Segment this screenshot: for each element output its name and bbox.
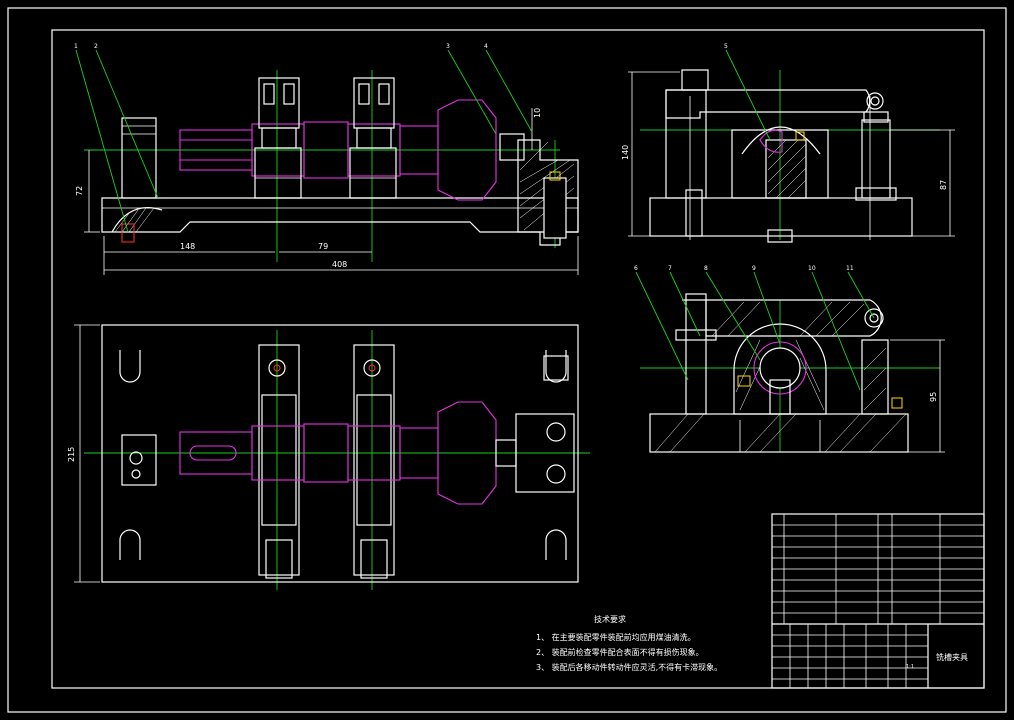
technical-notes: 技术要求 1、 在主要装配零件装配前均应用煤油清洗。 2、 装配前检查零件配合表… bbox=[536, 614, 722, 672]
notes-line-3: 3、 装配后各移动件转动件应灵活,不得有卡滞现象。 bbox=[536, 662, 722, 672]
leader-9: 9 bbox=[752, 265, 756, 272]
dim-140: 140 bbox=[621, 145, 630, 160]
notes-title: 技术要求 bbox=[594, 614, 626, 624]
leader-11: 11 bbox=[846, 265, 854, 272]
drawing-scale: 1:1 bbox=[906, 664, 914, 670]
leader-2: 2 bbox=[94, 43, 98, 50]
leader-1: 1 bbox=[74, 43, 78, 50]
dim-72: 72 bbox=[75, 186, 84, 196]
leader-10: 10 bbox=[808, 265, 816, 272]
dim-10: 10 bbox=[533, 108, 542, 118]
drawing-title: 铣槽夹具 bbox=[936, 652, 968, 662]
leader-5: 5 bbox=[724, 43, 728, 50]
leader-3: 3 bbox=[446, 43, 450, 50]
dim-215: 215 bbox=[67, 447, 76, 462]
dim-87: 87 bbox=[939, 180, 948, 190]
notes-line-2: 2、 装配前检查零件配合表面不得有损伤现象。 bbox=[536, 647, 704, 657]
inner-frame bbox=[51, 29, 985, 689]
leader-7: 7 bbox=[668, 265, 672, 272]
top-view: 215 bbox=[67, 324, 590, 590]
title-block: 铣槽夹具 1:1 bbox=[771, 513, 985, 689]
dim-148: 148 bbox=[180, 242, 195, 251]
dim-95: 95 bbox=[929, 392, 938, 402]
leader-4: 4 bbox=[484, 43, 488, 50]
leader-6: 6 bbox=[634, 265, 638, 272]
leader-8: 8 bbox=[704, 265, 708, 272]
side-view: 140 87 5 bbox=[621, 43, 955, 243]
front-view: 148 79 408 72 10 1 2 3 4 bbox=[74, 43, 579, 275]
section-view: 95 6 7 8 9 10 11 bbox=[634, 265, 945, 453]
outer-frame bbox=[7, 7, 1007, 713]
notes-line-1: 1、 在主要装配零件装配前均应用煤油清洗。 bbox=[536, 632, 696, 642]
dim-408: 408 bbox=[332, 260, 347, 269]
dim-79: 79 bbox=[318, 242, 328, 251]
